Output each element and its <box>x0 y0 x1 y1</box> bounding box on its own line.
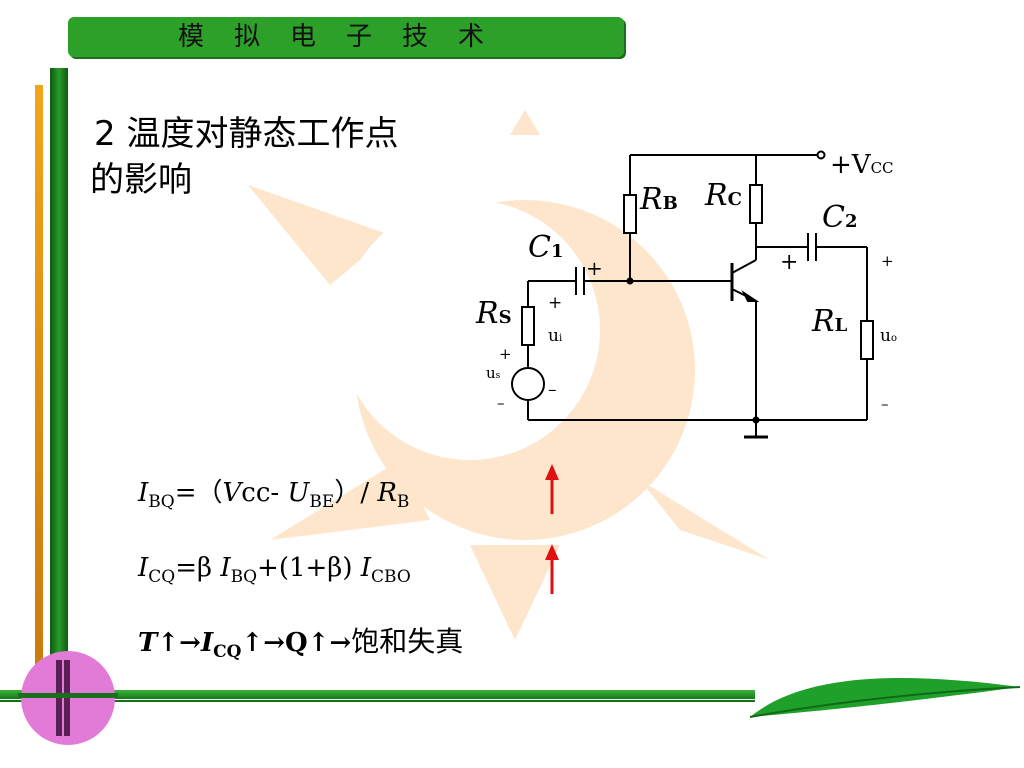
f1-v: V <box>222 478 242 508</box>
ui-minus: – <box>548 380 557 400</box>
f1-u: U <box>287 478 310 508</box>
vcc-label: +VCC <box>830 150 894 180</box>
red-up-arrow-1 <box>545 464 559 514</box>
f1-tail: ）/ <box>334 478 378 508</box>
bottom-green-line <box>0 700 755 702</box>
rl-label: RL <box>812 304 847 339</box>
us-minus: – <box>497 394 505 412</box>
rs-subscript: S <box>498 307 512 328</box>
f2-i-sub: CQ <box>148 567 176 587</box>
f1-r-sub: B <box>396 492 410 512</box>
f1-cc: cc- <box>241 478 288 508</box>
left-orange-bar <box>35 85 43 685</box>
ui-text: u <box>548 326 559 346</box>
f3-a2: ↑→Q↑→ <box>241 628 352 658</box>
rb-text: R <box>640 182 663 217</box>
c1-text: C <box>528 230 551 265</box>
f3-i-sub: CQ <box>213 642 242 662</box>
us-subscript: s <box>495 371 501 381</box>
c2-text: C <box>822 200 845 235</box>
red-up-arrow-2 <box>545 544 559 594</box>
f1-i-sub: BQ <box>148 492 175 512</box>
c2-plus: + <box>780 250 799 275</box>
c1-subscript: 1 <box>550 241 564 262</box>
rb-label: RB <box>640 182 678 217</box>
rl-subscript: L <box>834 315 848 336</box>
f2-i3-sub: CBO <box>371 567 411 587</box>
ui-subscript: i <box>558 333 563 344</box>
green-leaf-decoration <box>749 678 1021 718</box>
f3-t: T <box>138 628 158 658</box>
f3-tail: 饱和失真 <box>351 625 464 658</box>
amplifier-circuit <box>511 150 874 439</box>
f1-r: R <box>377 478 397 508</box>
f2-mid: +(1+β) <box>257 553 361 583</box>
uo-plus: + <box>881 252 894 270</box>
section-title-line2: 的影响 <box>90 160 192 200</box>
header-title: 模拟电子技术 <box>177 22 514 52</box>
uo-minus: – <box>881 395 889 413</box>
us-plus: + <box>499 345 512 363</box>
c2-label: C2 <box>822 200 858 235</box>
ui-label: ui <box>548 326 562 346</box>
uo-label: uo <box>880 326 897 346</box>
f3-a1: ↑→ <box>157 628 201 658</box>
f1-u-sub: BE <box>309 492 335 512</box>
f1-eq: =（ <box>174 478 223 508</box>
rc-text: R <box>705 178 728 213</box>
formula-ibq: IBQ=（Vcc- UBE）/ RB <box>138 472 409 512</box>
f2-eq: =β <box>175 553 221 583</box>
rb-subscript: B <box>662 193 678 214</box>
us-text: u <box>486 364 496 382</box>
us-label: us <box>486 364 500 382</box>
ui-plus: + <box>548 293 563 313</box>
f2-i2: I <box>220 553 231 583</box>
uo-text: u <box>880 326 891 346</box>
f3-i: I <box>200 628 214 658</box>
rs-text: R <box>476 296 499 331</box>
c1-label: C1 <box>528 230 564 265</box>
left-green-bar <box>50 68 68 698</box>
bottom-green-bar <box>0 690 755 699</box>
header-bar: 模拟电子技术 <box>68 17 624 57</box>
pink-circle-logo <box>18 651 118 745</box>
rc-label: RC <box>705 178 742 213</box>
formula-chain: T↑→ICQ↑→Q↑→饱和失真 <box>138 620 463 662</box>
f1-i: I <box>138 478 149 508</box>
c2-subscript: 2 <box>844 211 858 232</box>
c1-plus: + <box>586 256 603 280</box>
rs-label: RS <box>476 296 512 331</box>
rl-text: R <box>812 304 835 339</box>
f2-i: I <box>138 553 149 583</box>
vcc-text: +V <box>830 150 871 180</box>
rc-subscript: C <box>727 189 742 210</box>
formula-icq: ICQ=β IBQ+(1+β) ICBO <box>138 553 411 587</box>
uo-subscript: o <box>890 333 897 344</box>
section-title-line1: 2 温度对静态工作点 <box>94 114 399 154</box>
f2-i2-sub: BQ <box>230 567 258 587</box>
f2-i3: I <box>360 553 372 583</box>
vcc-subscript: CC <box>870 159 894 177</box>
